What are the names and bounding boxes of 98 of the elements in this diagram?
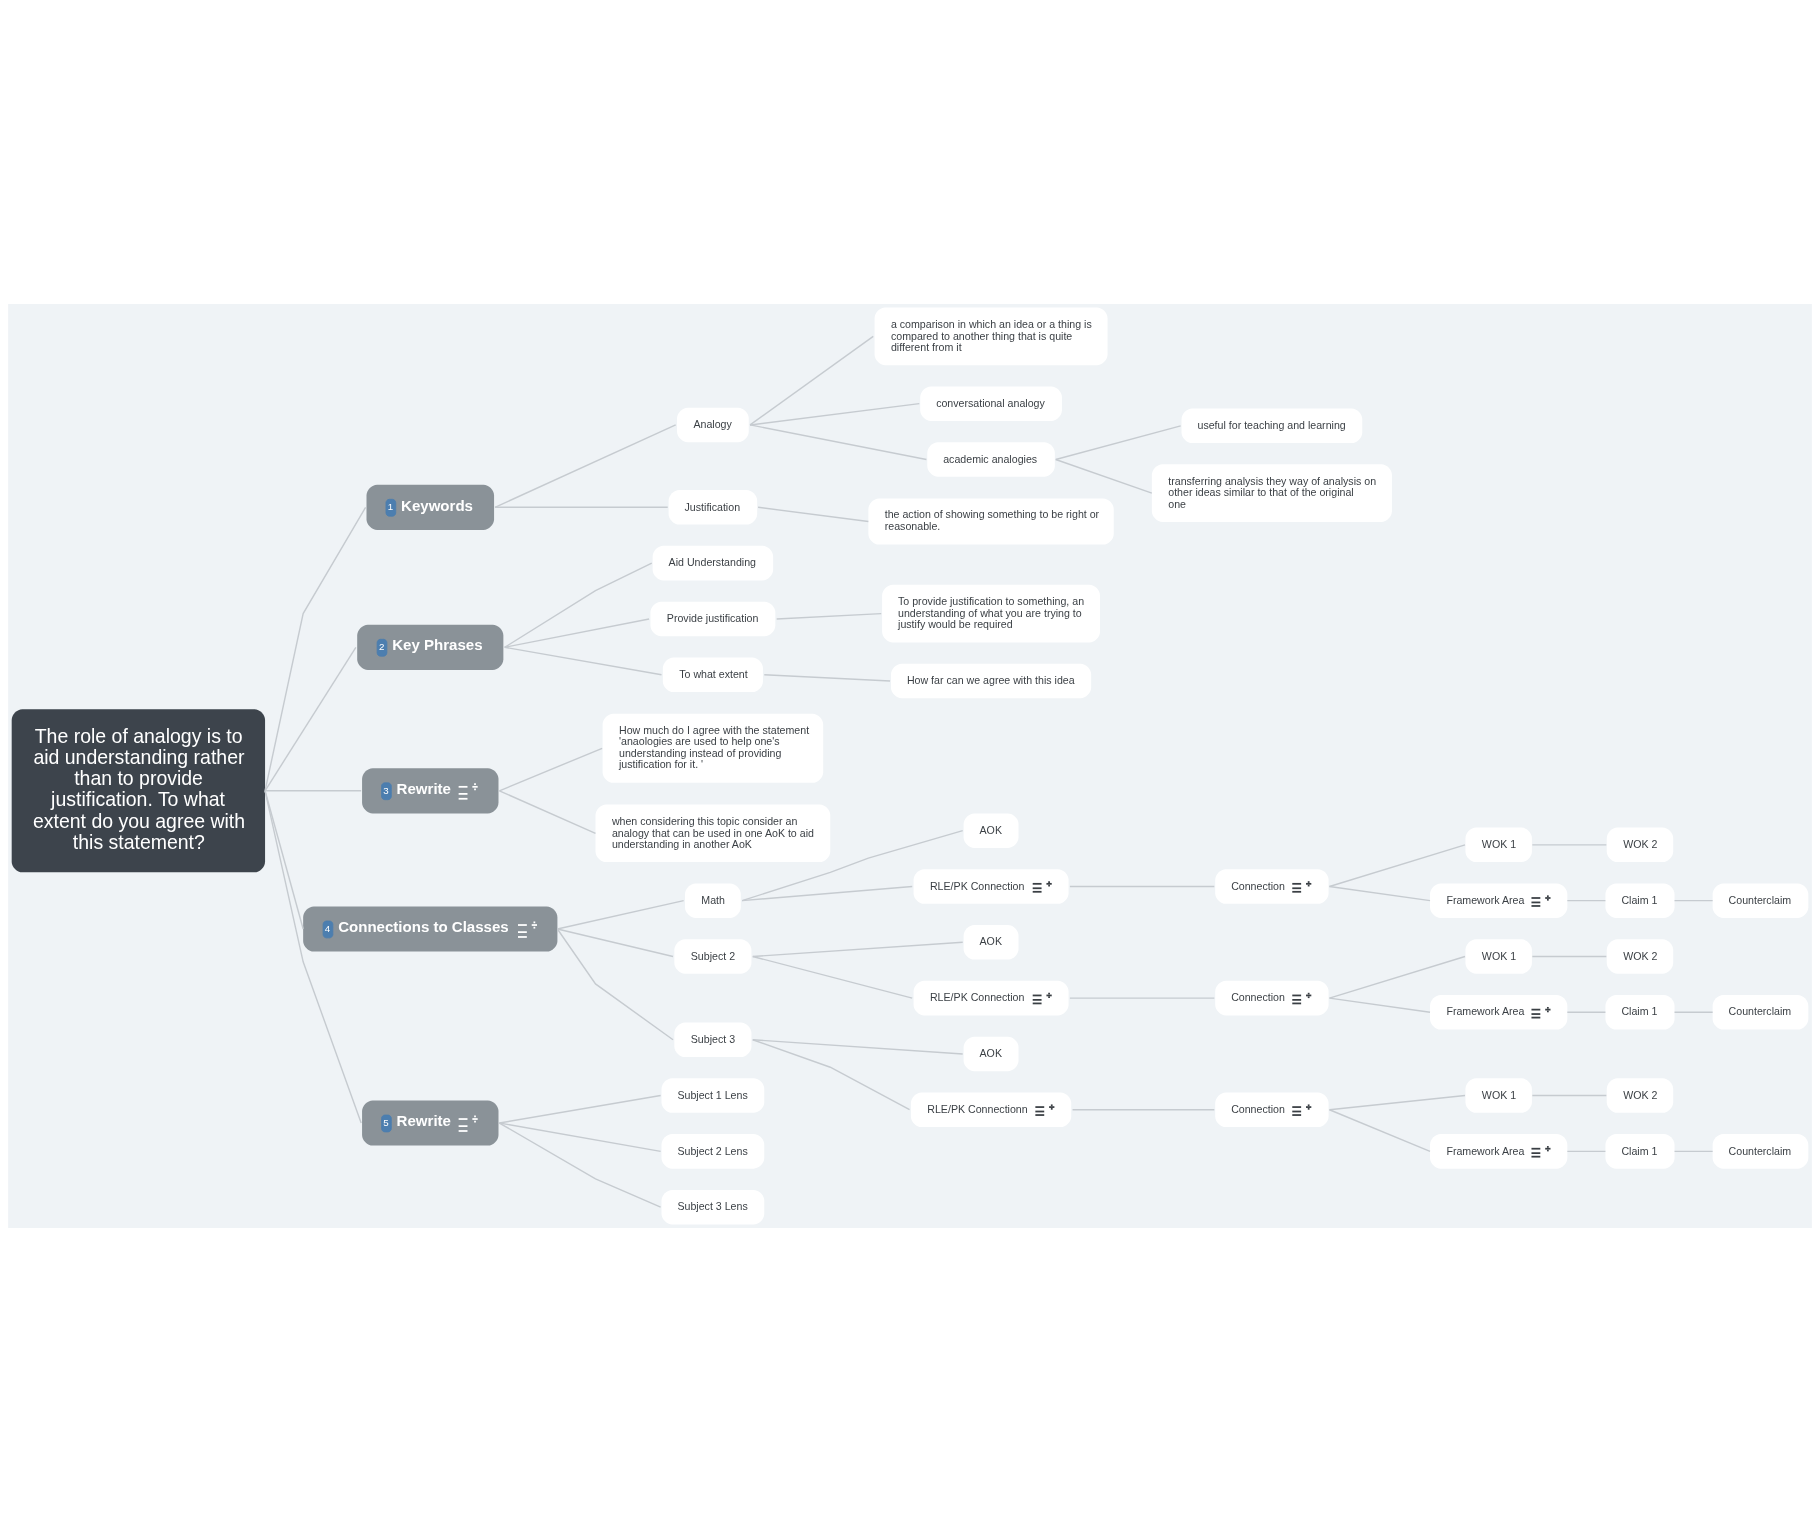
node-box: Connection xyxy=(1215,980,1329,1016)
connector xyxy=(752,1039,964,1055)
node-box: Framework Area xyxy=(1430,883,1568,918)
node-box: AOK xyxy=(963,925,1019,960)
node-box: Aid Understanding xyxy=(652,545,774,581)
node-box: 3 Rewrite xyxy=(362,768,499,814)
connector xyxy=(1328,844,1466,888)
connector xyxy=(556,899,685,930)
node-box: How much do I agree with the statement 'anaologies are used to help one's understanding instead of providing justification for it. ' xyxy=(602,713,824,783)
node-box: Counterclaim xyxy=(1712,883,1809,918)
node-box: a comparison in which an idea or a thing is compared to another thing that is quite different from it xyxy=(874,307,1108,366)
connector xyxy=(749,402,920,426)
node-box: Framework Area xyxy=(1430,995,1568,1030)
connector xyxy=(504,618,650,648)
connector xyxy=(752,1039,911,1111)
node-box: AOK xyxy=(963,1036,1019,1072)
connector xyxy=(498,747,603,792)
connector xyxy=(264,506,367,792)
node-box: Claim 1 xyxy=(1605,1134,1675,1169)
node-box: academic analogies xyxy=(927,442,1055,477)
connector xyxy=(1055,425,1182,461)
node-box: Counterclaim xyxy=(1712,995,1809,1030)
connector xyxy=(757,506,870,523)
connector xyxy=(264,790,304,930)
connector xyxy=(1069,885,1215,888)
connector xyxy=(504,562,653,648)
node-box: Provide justification xyxy=(650,601,776,637)
connector xyxy=(741,885,913,902)
node-box: 1 Keywords xyxy=(366,484,495,530)
node-box: transferring analysis they way of analysis on other ideas similar to that of the original one xyxy=(1151,464,1392,522)
node-box: To provide justification to something, an understanding of what you are trying to justify would be required xyxy=(882,584,1101,643)
node-box: Connection xyxy=(1215,1092,1329,1127)
node-box: RLE/PK Connection xyxy=(913,869,1069,904)
node-box: Analogy xyxy=(677,407,749,443)
node-box: conversational analogy xyxy=(920,386,1062,421)
node-box: Math xyxy=(685,883,741,918)
node-box: Claim 1 xyxy=(1605,995,1675,1030)
connector xyxy=(498,1122,662,1153)
connector xyxy=(1566,899,1607,902)
connector xyxy=(1328,1094,1466,1111)
node-box: Claim 1 xyxy=(1605,883,1675,918)
node-box: the action of showing something to be right or reasonable. xyxy=(868,498,1114,545)
connector xyxy=(1055,458,1153,494)
node-box: WOK 1 xyxy=(1465,827,1532,863)
node-box: RLE/PK Connectionn xyxy=(910,1092,1072,1127)
node-box: useful for teaching and learning xyxy=(1181,408,1363,444)
connector xyxy=(1531,955,1608,958)
node-box: RLE/PK Connection xyxy=(913,980,1069,1016)
connector xyxy=(1673,899,1714,902)
node-box: 5 Rewrite xyxy=(362,1100,499,1146)
connector xyxy=(763,674,891,682)
connector xyxy=(749,424,928,461)
connector xyxy=(1328,955,1466,999)
node-box: Subject 3 Lens xyxy=(661,1189,765,1225)
node-box: AOK xyxy=(963,813,1019,848)
node-box: when considering this topic consider an analogy that can be used in one AoK to aid understanding in another AoK xyxy=(595,804,831,863)
node-box: Subject 2 Lens xyxy=(661,1134,765,1169)
node-box: WOK 2 xyxy=(1606,827,1674,863)
connector xyxy=(1673,1150,1714,1153)
connector xyxy=(556,928,674,958)
node-box: Counterclaim xyxy=(1712,1134,1809,1169)
node-box: Subject 2 xyxy=(674,939,752,974)
connector xyxy=(1328,997,1431,1013)
node-box: WOK 2 xyxy=(1606,1078,1674,1113)
connector xyxy=(556,928,674,1041)
node-box: WOK 2 xyxy=(1606,939,1674,974)
node-box: WOK 1 xyxy=(1465,939,1532,974)
connector xyxy=(498,790,597,835)
connector xyxy=(741,829,964,902)
node-box: WOK 1 xyxy=(1465,1078,1532,1113)
connector xyxy=(749,335,874,426)
node-box: 4 Connections to Classes xyxy=(303,906,558,952)
node-box: How far can we agree with this idea xyxy=(890,663,1092,699)
node-box: Framework Area xyxy=(1430,1134,1568,1169)
node-box: To what extent xyxy=(662,657,763,693)
connector xyxy=(494,424,677,509)
connector xyxy=(1566,1150,1607,1153)
node-box: Subject 1 Lens xyxy=(661,1078,765,1113)
connector xyxy=(1531,1094,1608,1097)
connector xyxy=(1071,1109,1215,1111)
connector xyxy=(264,646,357,792)
node-box: 2 Key Phrases xyxy=(357,624,504,670)
connector xyxy=(752,955,913,999)
node-box: Connection xyxy=(1215,869,1329,904)
connector xyxy=(1328,1109,1431,1153)
connector xyxy=(498,1122,662,1208)
connector xyxy=(1673,1011,1714,1013)
connector xyxy=(504,646,663,676)
node-box: Justification xyxy=(668,490,758,525)
connector xyxy=(498,1094,662,1124)
connector xyxy=(264,790,362,792)
connector xyxy=(264,790,362,1124)
connector xyxy=(1328,885,1431,902)
node-box: Subject 3 xyxy=(674,1022,752,1057)
connector xyxy=(1566,1011,1607,1013)
connector xyxy=(775,612,882,620)
connector xyxy=(494,506,669,509)
node-box: The role of analogy is to aid understanding rather than to provide justification. To what extent do you agree with this statement? xyxy=(11,709,266,873)
